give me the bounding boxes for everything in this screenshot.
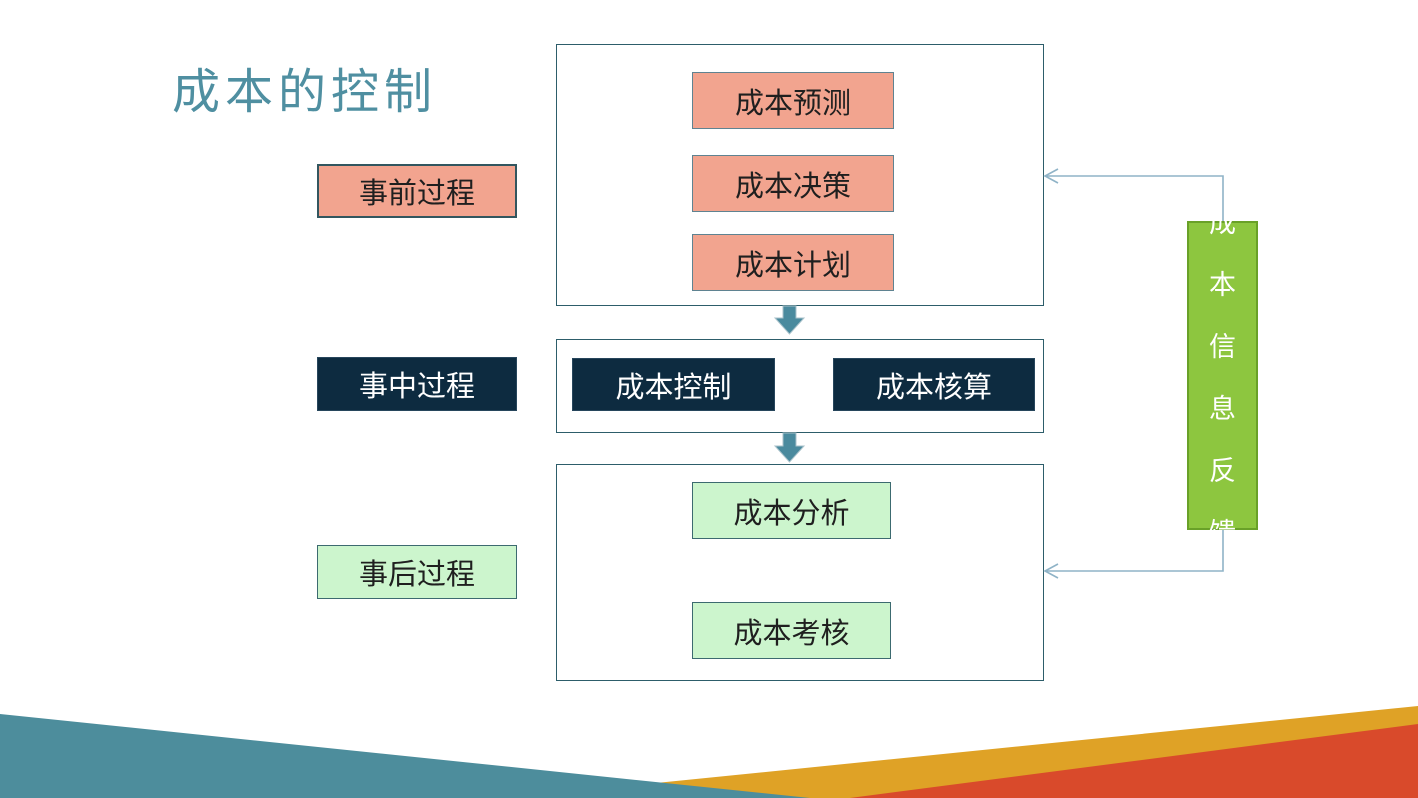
left-arrowhead-icon <box>1043 563 1059 579</box>
cost-decision-box: 成本决策 <box>692 155 894 212</box>
page-title: 成本的控制 <box>172 66 438 119</box>
feedback-char: 本 <box>1209 270 1236 300</box>
stage-label-before: 事前过程 <box>358 178 475 210</box>
cost-feedback-box: 成 本 信 息 反 馈 <box>1187 208 1258 548</box>
cost-forecast-label: 成本预测 <box>734 87 851 120</box>
cost-forecast-box: 成本预测 <box>692 72 894 129</box>
teal-wedge <box>0 714 810 798</box>
cost-assessment-box: 成本考核 <box>692 602 891 659</box>
cost-assessment-label: 成本考核 <box>733 617 850 650</box>
cost-control-label: 成本控制 <box>615 371 732 404</box>
cost-decision-label: 成本决策 <box>734 170 851 203</box>
cost-accounting-label: 成本核算 <box>875 371 992 404</box>
cost-control-box: 成本控制 <box>572 358 775 411</box>
red-wedge <box>850 724 1418 798</box>
down-arrow-icon <box>773 305 806 335</box>
feedback-char: 成 <box>1209 208 1236 238</box>
stage-box-before: 事前过程 <box>317 164 517 218</box>
stage-box-after: 事后过程 <box>317 545 517 599</box>
cost-analysis-label: 成本分析 <box>733 497 850 530</box>
stage-label-during: 事中过程 <box>358 371 475 403</box>
feedback-line-bottom <box>1045 530 1224 572</box>
feedback-line-top <box>1045 175 1224 221</box>
cost-analysis-box: 成本分析 <box>692 482 891 539</box>
feedback-char: 息 <box>1209 394 1236 424</box>
feedback-char: 反 <box>1209 456 1236 486</box>
gold-wedge <box>508 706 1418 798</box>
cost-accounting-box: 成本核算 <box>833 358 1035 411</box>
cost-planning-label: 成本计划 <box>734 249 851 282</box>
cost-planning-box: 成本计划 <box>692 234 894 291</box>
feedback-char: 信 <box>1209 332 1236 362</box>
feedback-char: 馈 <box>1209 518 1236 548</box>
down-arrow-icon <box>773 432 806 463</box>
stage-label-after: 事后过程 <box>358 559 475 591</box>
stage-box-during: 事中过程 <box>317 357 517 411</box>
left-arrowhead-icon <box>1043 168 1059 184</box>
